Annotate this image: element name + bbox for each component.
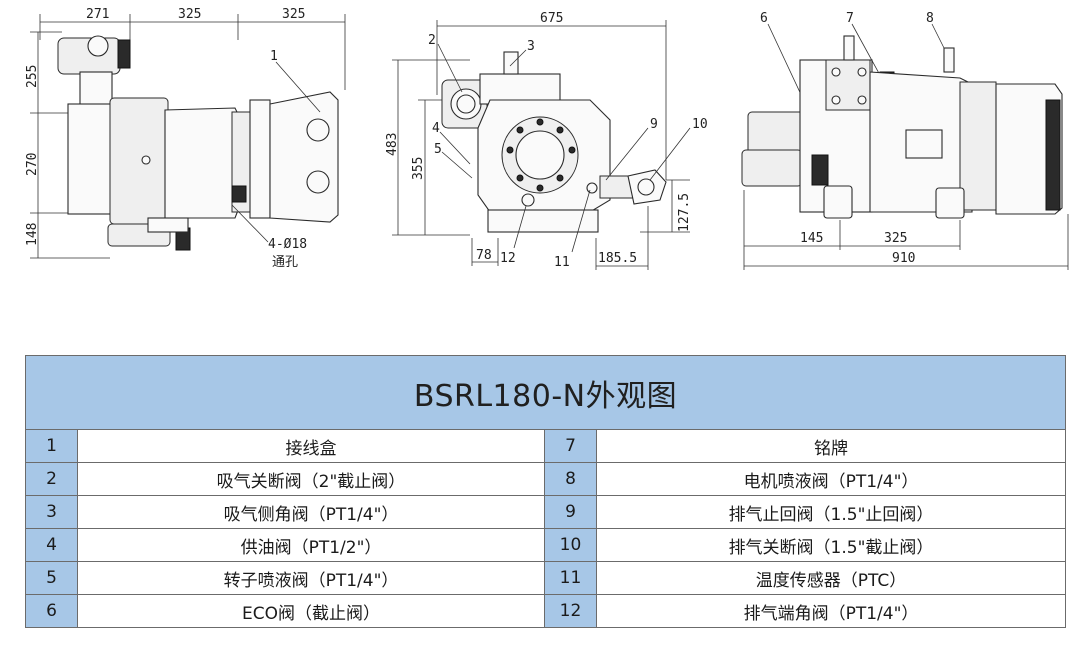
left-item-name: ECO阀（截止阀） [77, 594, 545, 628]
front-dim-bottom-right: 185.5 [598, 251, 637, 266]
component-table: BSRL180-N外观图 1 接线盒 7 铭牌 2 吸气关断阀（2"截止阀） 8… [25, 355, 1066, 628]
front-callout-11: 11 [554, 255, 570, 270]
front-dim-right: 127.5 [677, 193, 692, 232]
table-row: 1 接线盒 7 铭牌 [25, 429, 1066, 463]
front-callout-4: 4 [432, 121, 440, 136]
front-dim-height-mid: 355 [411, 157, 426, 180]
table-row: 5 转子喷液阀（PT1/4"） 11 温度传感器（PTC） [25, 561, 1066, 595]
left-item-number: 3 [25, 495, 78, 529]
front-dim-bottom-left: 78 [476, 248, 492, 263]
right-item-number: 10 [544, 528, 597, 562]
side-dim-top-2: 325 [178, 7, 201, 22]
side-hole-note: 4-Ø18 [268, 237, 307, 252]
front-dim-height-total: 483 [385, 133, 400, 156]
right-item-number: 12 [544, 594, 597, 628]
table-row: 2 吸气关断阀（2"截止阀） 8 电机喷液阀（PT1/4"） [25, 462, 1066, 496]
right-item-name: 排气止回阀（1.5"止回阀） [596, 495, 1066, 529]
side-hole-note-2: 通孔 [272, 255, 298, 270]
table-title: BSRL180-N外观图 [25, 355, 1066, 430]
right-item-name: 电机喷液阀（PT1/4"） [596, 462, 1066, 496]
front-dim-width: 675 [540, 11, 563, 26]
side-dim-top-3: 325 [282, 7, 305, 22]
top-dim-total: 910 [892, 251, 915, 266]
right-item-number: 9 [544, 495, 597, 529]
top-dim-a: 145 [800, 231, 823, 246]
top-view-drawing: 6 7 8 145 325 910 [741, 11, 1069, 270]
left-item-number: 1 [25, 429, 78, 463]
left-item-name: 吸气关断阀（2"截止阀） [77, 462, 545, 496]
left-item-number: 5 [25, 561, 78, 595]
left-item-number: 6 [25, 594, 78, 628]
side-dim-top-1: 271 [86, 7, 109, 22]
right-item-name: 铭牌 [596, 429, 1066, 463]
left-item-number: 2 [25, 462, 78, 496]
front-callout-5: 5 [434, 142, 442, 157]
left-item-name: 吸气侧角阀（PT1/4"） [77, 495, 545, 529]
side-view-drawing: 271 325 325 255 270 148 1 [25, 7, 346, 270]
right-item-number: 7 [544, 429, 597, 463]
right-item-number: 8 [544, 462, 597, 496]
top-callout-8: 8 [926, 11, 934, 26]
right-item-name: 排气端角阀（PT1/4"） [596, 594, 1066, 628]
top-callout-6: 6 [760, 11, 768, 26]
technical-drawings: 271 325 325 255 270 148 1 [25, 7, 1069, 270]
right-item-number: 11 [544, 561, 597, 595]
right-item-name: 排气关断阀（1.5"截止阀） [596, 528, 1066, 562]
front-callout-10: 10 [692, 117, 708, 132]
side-dim-left-1: 255 [25, 65, 40, 88]
front-callout-9: 9 [650, 117, 658, 132]
front-callout-3: 3 [527, 39, 535, 54]
table-row: 4 供油阀（PT1/2"） 10 排气关断阀（1.5"截止阀） [25, 528, 1066, 562]
left-item-name: 接线盒 [77, 429, 545, 463]
table-row: 3 吸气侧角阀（PT1/4"） 9 排气止回阀（1.5"止回阀） [25, 495, 1066, 529]
top-dim-b: 325 [884, 231, 907, 246]
left-item-name: 转子喷液阀（PT1/4"） [77, 561, 545, 595]
table-row: 6 ECO阀（截止阀） 12 排气端角阀（PT1/4"） [25, 594, 1066, 628]
side-dim-left-2: 270 [25, 153, 40, 176]
front-callout-12: 12 [500, 251, 516, 266]
right-item-name: 温度传感器（PTC） [596, 561, 1066, 595]
left-item-number: 4 [25, 528, 78, 562]
top-callout-7: 7 [846, 11, 854, 26]
side-callout-1: 1 [270, 49, 278, 64]
side-dim-left-3: 148 [25, 223, 40, 246]
left-item-name: 供油阀（PT1/2"） [77, 528, 545, 562]
front-callout-2: 2 [428, 33, 436, 48]
front-view-drawing: 675 483 355 127.5 [385, 11, 708, 270]
